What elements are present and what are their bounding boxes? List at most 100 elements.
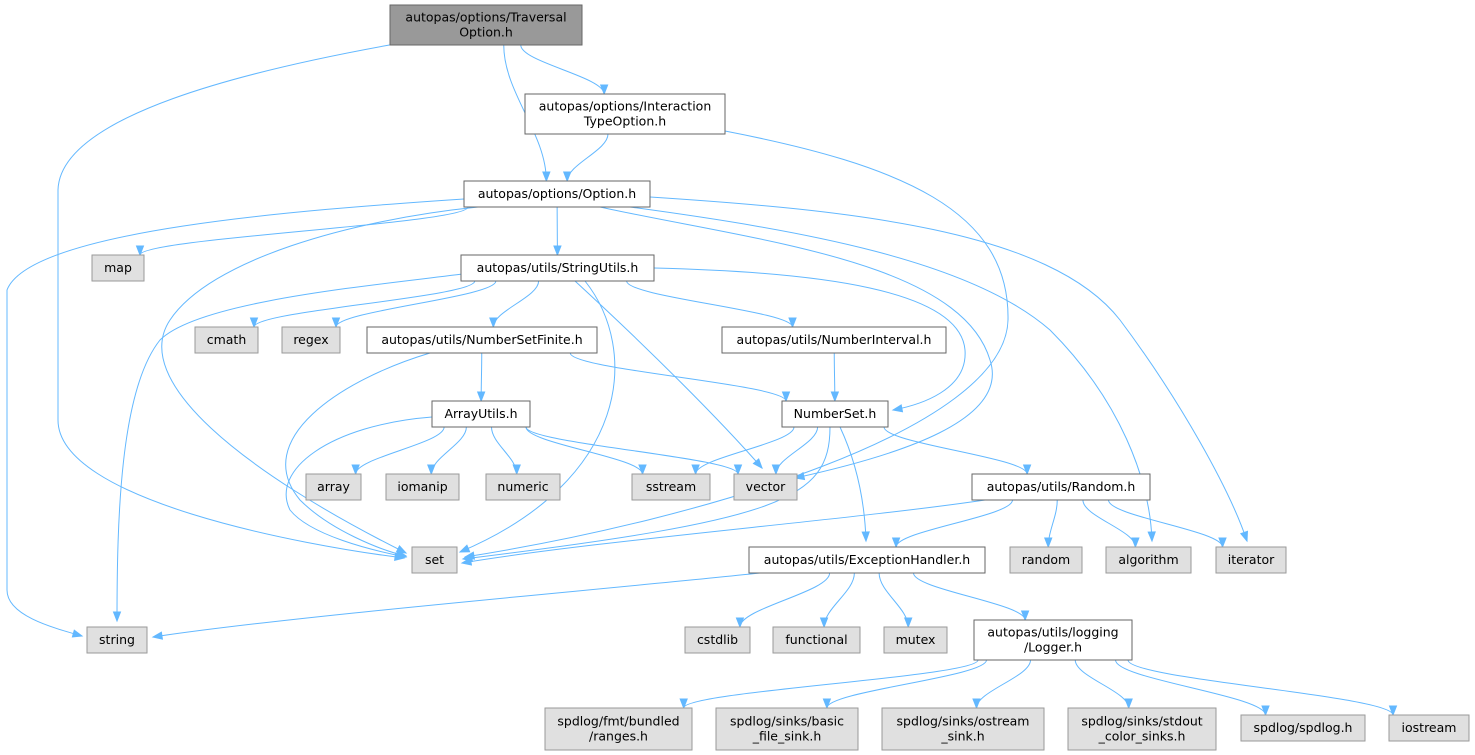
edge-arrowhead: [395, 551, 408, 560]
edge-arrowhead: [1020, 610, 1030, 622]
node-box: [463, 180, 651, 208]
edge-option-to-string: [6, 198, 465, 637]
node-array: array: [305, 473, 362, 501]
node-label: spdlog/sinks/basic: [730, 714, 844, 729]
edge-arrowhead: [679, 698, 688, 710]
node-box: [748, 546, 986, 574]
node-label: string: [99, 632, 135, 647]
edge-arrowhead: [249, 317, 259, 329]
edge-exception_handler-to-mutex: [878, 572, 909, 628]
node-label: _color_sinks.h: [1098, 729, 1186, 744]
edge-array_utils-to-sstream: [525, 426, 643, 475]
node-regex: regex: [281, 326, 341, 354]
node-box: [524, 93, 726, 135]
node-box: [1067, 707, 1217, 751]
node-label: algorithm: [1118, 552, 1178, 567]
node-number-interval[interactable]: autopas/utils/NumberInterval.h: [721, 326, 947, 354]
edge-arrowhead: [891, 404, 904, 413]
node-label: autopas/utils/ExceptionHandler.h: [764, 552, 970, 567]
node-box: [86, 626, 148, 654]
node-label: spdlog/sinks/ostream: [897, 714, 1030, 729]
edge-arrowhead: [331, 317, 341, 329]
edge-arrowhead: [1131, 537, 1140, 549]
edge-option-to-set: [161, 206, 479, 554]
node-label: ArrayUtils.h: [444, 406, 517, 421]
node-array-utils[interactable]: ArrayUtils.h: [431, 400, 531, 428]
edge-arrowhead: [112, 611, 122, 623]
edge-option-to-vector: [599, 206, 993, 479]
node-label: autopas/options/Option.h: [478, 186, 636, 201]
edge-arrowhead: [135, 245, 145, 257]
node-label: autopas/options/Traversal: [405, 10, 566, 25]
edge-interaction_type_option-to-set: [464, 130, 1009, 558]
node-box: [881, 707, 1045, 751]
edge-exception_handler-to-cstdlib: [739, 572, 831, 628]
node-random-h[interactable]: autopas/utils/Random.h: [971, 473, 1151, 501]
edge-number_set-to-set: [462, 426, 831, 560]
edge-arrowhead: [476, 391, 486, 403]
node-string-utils[interactable]: autopas/utils/StringUtils.h: [460, 254, 655, 282]
node-iomanip: iomanip: [385, 473, 460, 501]
edge-arrowhead: [151, 631, 164, 640]
node-label: autopas/utils/StringUtils.h: [477, 260, 639, 275]
edge-arrowhead: [638, 464, 647, 476]
edge-arrowhead: [1218, 537, 1227, 549]
node-algorithm: algorithm: [1105, 546, 1192, 574]
node-box: [1240, 714, 1366, 742]
edge-arrowhead: [822, 698, 832, 710]
edge-number_set-to-random_h: [883, 426, 1028, 475]
edge-arrowhead: [512, 464, 521, 476]
node-map: map: [91, 254, 145, 282]
node-label: iterator: [1228, 552, 1275, 567]
node-label: /ranges.h: [589, 729, 648, 744]
edge-array_utils-to-iomanip: [430, 426, 467, 475]
node-label: functional: [785, 632, 847, 647]
node-ranges: spdlog/fmt/bundled/ranges.h: [544, 707, 693, 751]
node-label: spdlog/spdlog.h: [1254, 720, 1353, 735]
edge-arrowhead: [1124, 698, 1133, 710]
node-label: spdlog/sinks/stdout: [1081, 714, 1202, 729]
edge-random_h-to-exception_handler: [895, 499, 1013, 548]
edge-number_set-to-sstream: [695, 426, 795, 475]
node-label: autopas/utils/Random.h: [987, 479, 1136, 494]
node-box: [366, 326, 598, 354]
edge-string_utils-to-number_set: [653, 267, 966, 411]
node-label: array: [317, 479, 350, 494]
edge-number_set_finite-to-number_set: [569, 352, 787, 402]
edge-logger-to-ranges: [683, 659, 979, 709]
node-number-set-finite[interactable]: autopas/utils/NumberSetFinite.h: [366, 326, 598, 354]
edge-logger-to-basic_file_sink: [826, 659, 987, 709]
edge-exception_handler-to-functional: [823, 572, 855, 628]
edge-string_utils-to-regex: [335, 280, 497, 328]
node-logger[interactable]: autopas/utils/logging/Logger.h: [973, 619, 1133, 661]
node-string: string: [86, 626, 148, 654]
node-option[interactable]: autopas/options/Option.h: [463, 180, 651, 208]
edge-arrowhead: [691, 464, 700, 476]
node-box: [1215, 546, 1287, 574]
node-box: [684, 626, 751, 654]
node-label: autopas/options/Interaction: [539, 99, 712, 114]
edge-string_utils-to-set: [459, 280, 616, 553]
node-label: autopas/utils/NumberSetFinite.h: [381, 332, 582, 347]
node-label: vector: [746, 479, 787, 494]
node-box: [1009, 546, 1083, 574]
node-number-set[interactable]: NumberSet.h: [781, 400, 889, 428]
node-label: mutex: [896, 632, 936, 647]
edge-arrowhead: [71, 629, 84, 638]
edge-string_utils-to-vector: [574, 280, 763, 469]
edge-option-to-algorithm: [629, 206, 1153, 542]
node-label: _sink.h: [940, 729, 984, 744]
node-cstdlib: cstdlib: [684, 626, 751, 654]
edge-arrowhead: [562, 171, 572, 183]
node-box: [281, 326, 341, 354]
node-box: [91, 254, 145, 282]
edge-arrowhead: [489, 317, 498, 329]
edge-arrowhead: [788, 317, 797, 329]
node-layer: autopas/options/TraversalOption.hautopas…: [86, 4, 1470, 751]
node-exception-handler[interactable]: autopas/utils/ExceptionHandler.h: [748, 546, 986, 574]
node-box: [544, 707, 693, 751]
edge-arrowhead: [733, 464, 743, 476]
